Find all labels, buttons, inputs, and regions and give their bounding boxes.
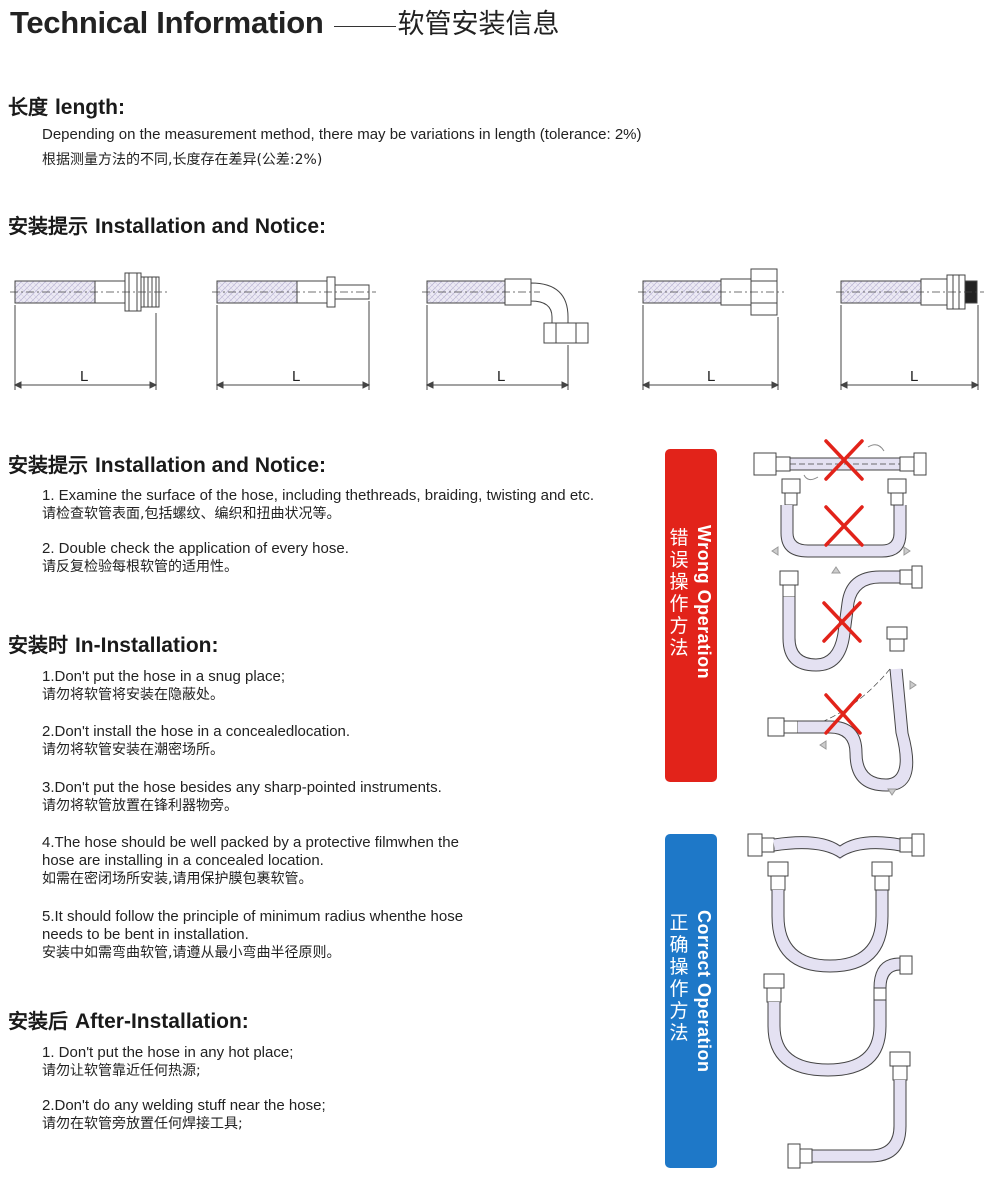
hose-diagram-4 — [638, 268, 784, 390]
correct-hose-3 — [763, 955, 913, 1077]
wrong-hose-1 — [753, 444, 927, 481]
hose-diagram-2 — [212, 276, 376, 390]
length-text-cn: 根据测量方法的不同,长度存在差异(公差:2%) — [42, 152, 323, 168]
item-cn: 请勿在软管旁放置任何焊接工具; — [42, 1116, 243, 1132]
dimension-label-5: L — [910, 368, 918, 385]
correct-hose-2 — [767, 861, 893, 973]
notice-item-en: 1. Examine the surface of the hose, incl… — [42, 487, 594, 504]
hose-diagram-3 — [422, 278, 589, 390]
page-title: Technical Information 软管安装信息 — [10, 2, 560, 41]
in-installation-en: In-Installation: — [74, 634, 219, 657]
notice-item: 2. Double check the application of every… — [42, 540, 349, 576]
item-en: 1.Don't put the hose in a snug place; — [42, 668, 286, 685]
correct-hose-1 — [747, 833, 925, 860]
item-cn: 请勿让软管靠近任何热源; — [42, 1063, 201, 1079]
title-cn: 软管安装信息 — [397, 9, 560, 40]
in-installation-heading: 安装时 In-Installation: — [8, 629, 218, 658]
dimension-label-2: L — [292, 368, 300, 385]
notice-item-cn: 请检查软管表面,包括螺纹、编织和扭曲状况等。 — [42, 506, 341, 522]
item-en: 2.Don't install the hose in a concealedl… — [42, 723, 351, 740]
wrong-hose-4 — [767, 626, 917, 796]
item-en: 4.The hose should be well packed by a pr… — [42, 834, 459, 851]
wrong-hose-2 — [771, 478, 911, 558]
dimension-label-3: L — [497, 368, 505, 385]
item-en: 1. Don't put the hose in any hot place; — [42, 1044, 294, 1061]
install-notice-2-en: Installation and Notice: — [94, 454, 326, 477]
after-installation-item: 2.Don't do any welding stuff near the ho… — [42, 1097, 326, 1133]
wrong-operation-cn: 错误操作方法 — [669, 527, 689, 659]
item-en: 3.Don't put the hose besides any sharp-p… — [42, 779, 442, 796]
dimension-label-4: L — [707, 368, 715, 385]
in-installation-item: 2.Don't install the hose in a concealedl… — [42, 723, 350, 759]
install-notice-heading-2: 安装提示 Installation and Notice: — [8, 449, 326, 478]
in-installation-item: 3.Don't put the hose besides any sharp-p… — [42, 779, 442, 815]
length-heading-cn: 长度 — [8, 95, 48, 119]
item-en: hose are installing in a concealed locat… — [42, 852, 324, 869]
correct-operation-banner: 正确操作方法 Correct Operation — [665, 834, 717, 1168]
hose-diagram-1 — [10, 272, 170, 390]
after-installation-item: 1. Don't put the hose in any hot place; … — [42, 1044, 293, 1080]
install-notice-1-cn: 安装提示 — [8, 214, 88, 238]
title-dash — [333, 26, 396, 27]
hose-diagram-5 — [836, 274, 984, 390]
after-installation-heading: 安装后 After-Installation: — [8, 1005, 249, 1034]
item-cn: 请勿将软管安装在潮密场所。 — [42, 742, 224, 758]
item-en: 2.Don't do any welding stuff near the ho… — [42, 1097, 326, 1114]
notice-item-cn: 请反复检验每根软管的适用性。 — [42, 559, 238, 575]
install-notice-2-cn: 安装提示 — [8, 453, 88, 477]
wrong-operation-banner: 错误操作方法 Wrong Operation — [665, 449, 717, 782]
install-notice-1-en: Installation and Notice: — [94, 215, 326, 238]
hose-length-diagrams: L L L L L — [10, 268, 984, 390]
wrong-operation-en: Wrong Operation — [694, 525, 714, 680]
notice-item-en: 2. Double check the application of every… — [42, 540, 349, 557]
wrong-x-marks — [822, 439, 864, 735]
length-text: Depending on the measurement method, the… — [42, 126, 642, 169]
item-cn: 如需在密闭场所安装,请用保护膜包裹软管。 — [42, 871, 313, 887]
notice-item: 1. Examine the surface of the hose, incl… — [42, 487, 594, 523]
correct-hose-4 — [787, 1051, 911, 1169]
length-heading-en: length: — [54, 96, 125, 119]
in-installation-item: 5.It should follow the principle of mini… — [42, 908, 463, 962]
wrong-operation-illustrations — [753, 439, 927, 796]
in-installation-cn: 安装时 — [8, 633, 68, 657]
dimension-label-1: L — [80, 368, 88, 385]
wrong-hose-3 — [779, 565, 923, 672]
length-heading: 长度 length: — [8, 91, 125, 120]
install-notice-heading-1: 安装提示 Installation and Notice: — [8, 210, 326, 239]
in-installation-item: 1.Don't put the hose in a snug place; 请勿… — [42, 668, 285, 704]
after-installation-en: After-Installation: — [74, 1010, 249, 1033]
length-text-en: Depending on the measurement method, the… — [42, 126, 642, 143]
after-installation-cn: 安装后 — [8, 1009, 68, 1033]
in-installation-item: 4.The hose should be well packed by a pr… — [42, 834, 459, 888]
title-en: Technical Information — [10, 5, 324, 40]
correct-operation-illustrations — [747, 833, 925, 1169]
correct-operation-en: Correct Operation — [694, 910, 714, 1073]
item-en: 5.It should follow the principle of mini… — [42, 908, 464, 925]
item-cn: 安装中如需弯曲软管,请遵从最小弯曲半径原则。 — [42, 945, 341, 961]
item-en: needs to be bent in installation. — [42, 926, 249, 943]
correct-operation-cn: 正确操作方法 — [669, 912, 689, 1044]
item-cn: 请勿将软管将安装在隐蔽处。 — [42, 687, 224, 703]
item-cn: 请勿将软管放置在锋利器物旁。 — [42, 798, 238, 814]
